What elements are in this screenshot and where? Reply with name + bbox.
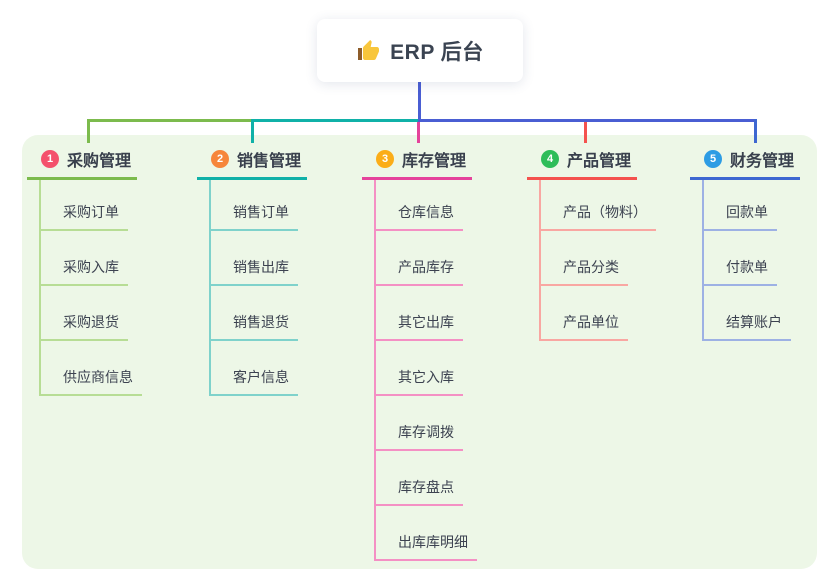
branches-panel	[22, 135, 817, 569]
branch-column-5: 5 财务管理 回款单付款单结算账户	[690, 147, 800, 341]
connector-bus-green	[88, 119, 253, 122]
child-topic[interactable]: 采购订单	[41, 180, 128, 231]
child-topic[interactable]: 库存盘点	[376, 451, 463, 506]
branch-title-label: 产品管理	[567, 153, 632, 170]
branch-title-label: 库存管理	[402, 153, 467, 170]
branch-title-1[interactable]: 1 采购管理	[27, 147, 137, 180]
connector-drop-3	[417, 122, 420, 143]
connector-drop-4	[584, 122, 587, 143]
child-topic[interactable]: 产品库存	[376, 231, 463, 286]
child-topic[interactable]: 库存调拨	[376, 396, 463, 451]
child-topic[interactable]: 销售退货	[211, 286, 298, 341]
root-node-title: ERP 后台	[390, 40, 484, 64]
root-node[interactable]: ERP 后台	[317, 19, 523, 82]
child-topic[interactable]: 产品分类	[541, 231, 628, 286]
branch-children-list: 回款单付款单结算账户	[702, 180, 791, 341]
connector-drop-1	[87, 119, 90, 143]
branch-title-2[interactable]: 2 销售管理	[197, 147, 307, 180]
branch-title-4[interactable]: 4 产品管理	[527, 147, 637, 180]
thumbs-up-icon	[358, 39, 380, 60]
child-topic[interactable]: 销售订单	[211, 180, 298, 231]
branch-column-4: 4 产品管理 产品（物料）产品分类产品单位	[527, 147, 656, 341]
branch-children-list: 仓库信息产品库存其它出库其它入库库存调拨库存盘点出库库明细	[374, 180, 477, 561]
branch-number-badge: 4	[541, 150, 559, 168]
child-topic[interactable]: 回款单	[704, 180, 777, 231]
branch-column-3: 3 库存管理 仓库信息产品库存其它出库其它入库库存调拨库存盘点出库库明细	[362, 147, 477, 561]
connector-bus-blue	[419, 119, 757, 122]
branch-number-badge: 3	[376, 150, 394, 168]
branch-title-5[interactable]: 5 财务管理	[690, 147, 800, 180]
child-topic[interactable]: 销售出库	[211, 231, 298, 286]
child-topic[interactable]: 结算账户	[704, 286, 791, 341]
branch-title-label: 销售管理	[237, 153, 302, 170]
branch-title-3[interactable]: 3 库存管理	[362, 147, 472, 180]
branch-children-list: 销售订单销售出库销售退货客户信息	[209, 180, 298, 396]
child-topic[interactable]: 供应商信息	[41, 341, 142, 396]
child-topic[interactable]: 付款单	[704, 231, 777, 286]
branch-children-list: 产品（物料）产品分类产品单位	[539, 180, 656, 341]
child-topic[interactable]: 产品单位	[541, 286, 628, 341]
child-topic[interactable]: 客户信息	[211, 341, 298, 396]
branch-title-label: 采购管理	[67, 153, 132, 170]
branch-number-badge: 5	[704, 150, 722, 168]
child-topic[interactable]: 仓库信息	[376, 180, 463, 231]
branch-number-badge: 2	[211, 150, 229, 168]
connector-bus-teal	[251, 119, 420, 122]
child-topic[interactable]: 采购入库	[41, 231, 128, 286]
connector-drop-2	[251, 119, 254, 143]
branch-column-2: 2 销售管理 销售订单销售出库销售退货客户信息	[197, 147, 307, 396]
branch-number-badge: 1	[41, 150, 59, 168]
branch-title-label: 财务管理	[730, 153, 795, 170]
branch-children-list: 采购订单采购入库采购退货供应商信息	[39, 180, 142, 396]
child-topic[interactable]: 采购退货	[41, 286, 128, 341]
child-topic[interactable]: 出库库明细	[376, 506, 477, 561]
branch-column-1: 1 采购管理 采购订单采购入库采购退货供应商信息	[27, 147, 142, 396]
child-topic[interactable]: 产品（物料）	[541, 180, 656, 231]
child-topic[interactable]: 其它出库	[376, 286, 463, 341]
connector-root-stem	[418, 82, 421, 122]
child-topic[interactable]: 其它入库	[376, 341, 463, 396]
connector-drop-5	[754, 119, 757, 143]
